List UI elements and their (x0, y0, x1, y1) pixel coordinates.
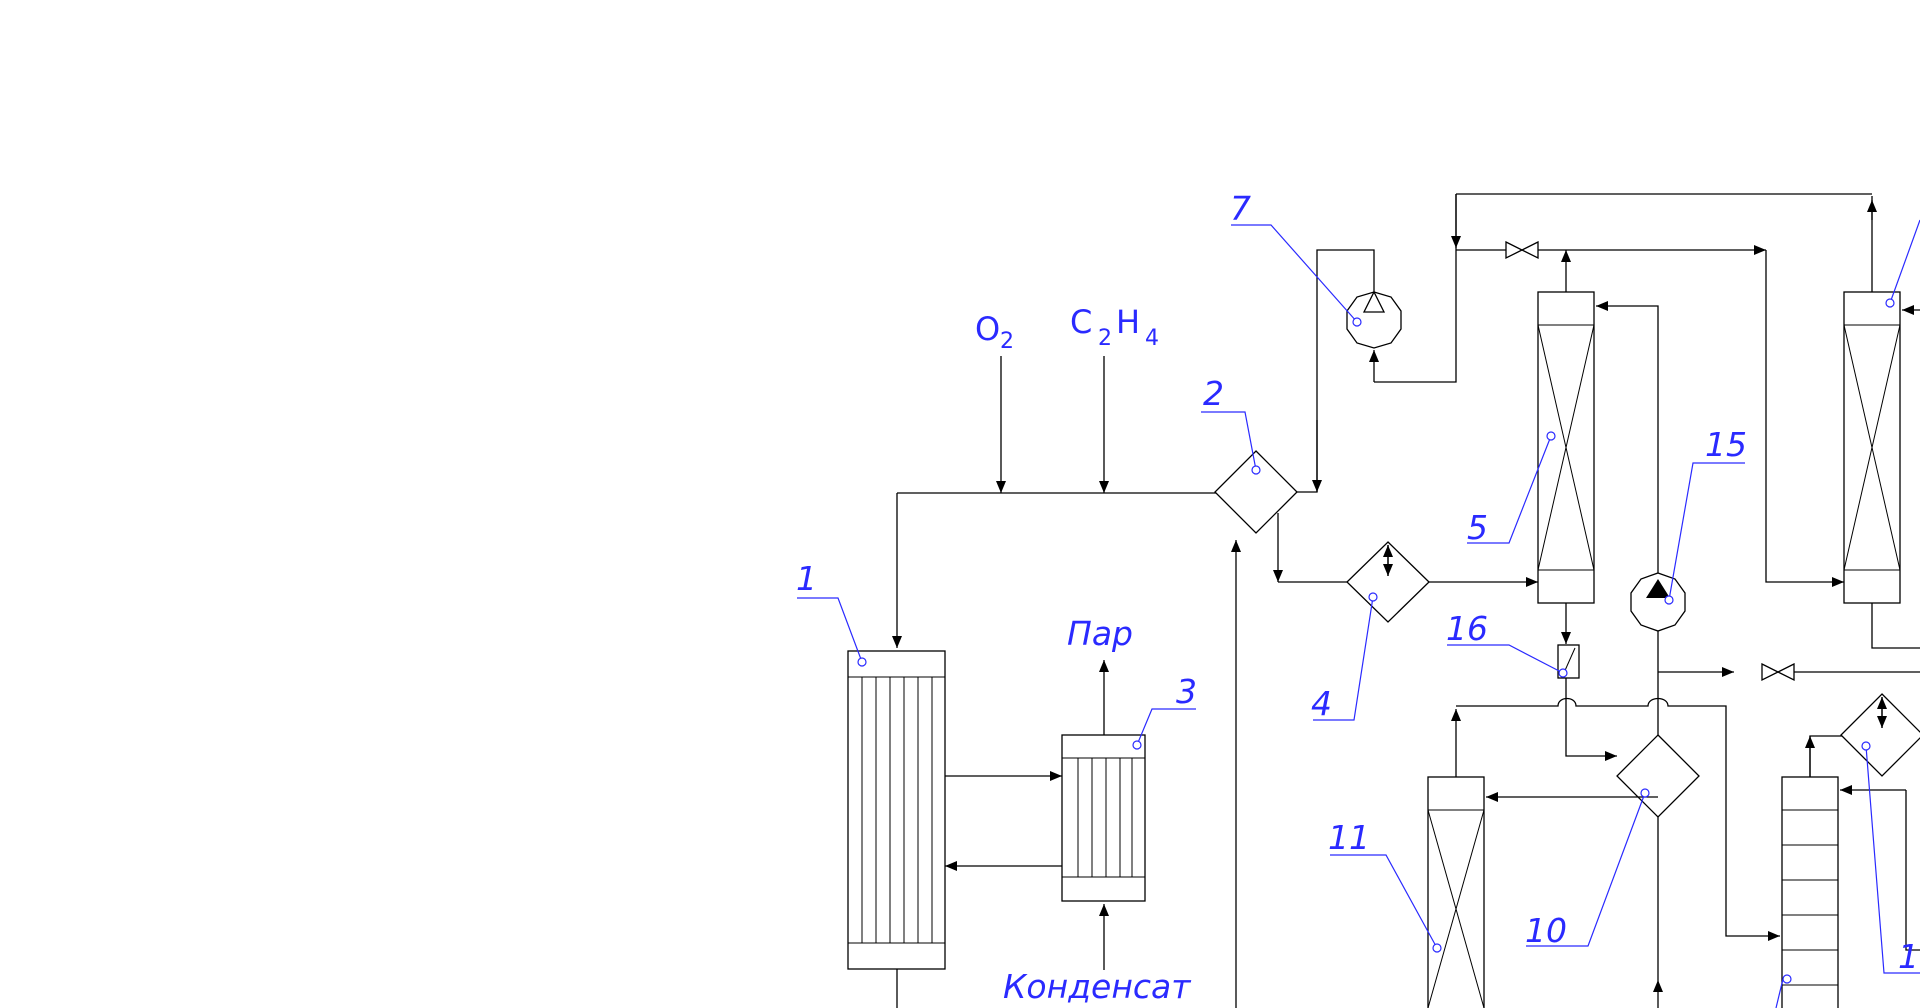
svg-text:5: 5 (1467, 508, 1488, 547)
svg-text:4: 4 (1145, 326, 1159, 351)
svg-text:10: 10 (1525, 911, 1567, 950)
condensate-label: Конденсат (1003, 967, 1192, 1006)
callout-2: 2 (1201, 374, 1261, 475)
heat-exchanger-right (1840, 693, 1920, 777)
steam-label: Пар (1067, 614, 1133, 653)
svg-text:3: 3 (1176, 672, 1197, 711)
svg-text:1: 1 (1898, 937, 1919, 976)
svg-text:H: H (1116, 303, 1140, 341)
callout-right-he: 1 (1861, 741, 1920, 976)
crossover-line (1451, 697, 1780, 941)
heat-exchanger-2 (1214, 249, 1538, 1008)
callout-7: 7 (1230, 189, 1362, 327)
callout-right-top (1885, 219, 1920, 308)
svg-text:2: 2 (1098, 326, 1112, 351)
column-right (1843, 291, 1920, 649)
callout-16: 16 (1446, 609, 1568, 678)
callout-3: 3 (1132, 672, 1197, 750)
svg-text:C: C (1070, 303, 1092, 341)
heat-exchanger-3 (1061, 660, 1146, 970)
svg-text:O: O (975, 310, 1000, 348)
callout-11: 11 (1328, 818, 1442, 953)
column-5 (1537, 291, 1659, 644)
callout-10: 10 (1525, 788, 1650, 950)
callout-15: 15 (1664, 425, 1747, 605)
separator-16 (1557, 644, 1617, 761)
recycle-loop (1451, 193, 1877, 587)
svg-text:7: 7 (1230, 189, 1251, 228)
svg-text:16: 16 (1446, 609, 1488, 648)
callout-tray (1775, 974, 1792, 1008)
feed-header (892, 356, 1216, 648)
callout-4: 4 (1311, 592, 1378, 723)
valve-right (1761, 662, 1920, 682)
svg-text:2: 2 (1000, 329, 1014, 354)
svg-text:11: 11 (1328, 818, 1370, 857)
column-11 (1427, 776, 1485, 1008)
callout-1: 1 (796, 559, 867, 667)
reactor-1 (847, 650, 946, 1008)
callout-5: 5 (1467, 431, 1556, 547)
c2h4-formula: C 2 H 4 (1070, 303, 1159, 351)
svg-text:2: 2 (1203, 374, 1224, 413)
compressor-7 (1346, 194, 1457, 383)
tray-column (1781, 735, 1920, 1008)
svg-text:1: 1 (796, 559, 817, 598)
o2-formula: O 2 (975, 310, 1014, 354)
heat-exchanger-10 (1486, 734, 1700, 1008)
heat-exchanger-4 (1346, 541, 1430, 623)
svg-text:15: 15 (1705, 425, 1747, 464)
svg-text:4: 4 (1311, 684, 1332, 723)
